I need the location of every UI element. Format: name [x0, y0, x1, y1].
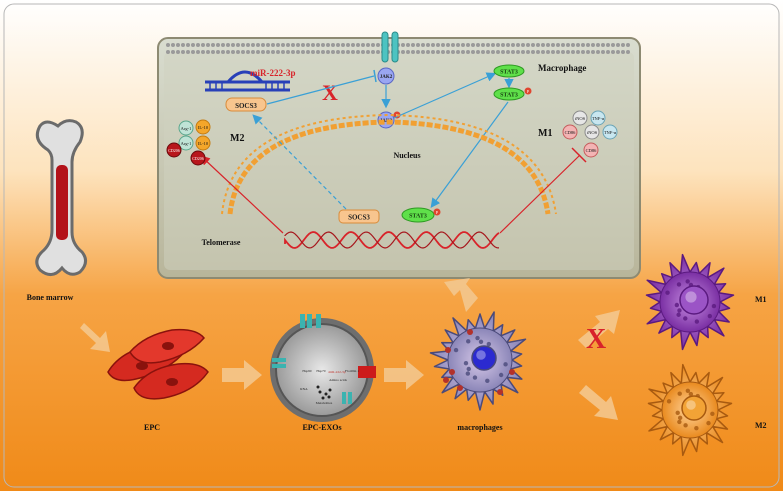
m2-marker: CD206: [168, 148, 180, 153]
phospho-icon: [524, 87, 532, 95]
exo-cargo-label: Metabolites: [316, 401, 333, 405]
m1-marker: TNF-α: [592, 116, 605, 121]
jak2-node: [377, 67, 395, 85]
telomerase-label: Telomerase: [202, 238, 241, 247]
exo-cargo-label: Hsp70: [316, 369, 325, 373]
stat3-phospho-node: [493, 87, 525, 101]
socs3-jak2-inhibit-line: [266, 75, 375, 105]
m1-marker: iNOS: [575, 116, 586, 121]
socs3-top-pill: [225, 97, 267, 112]
stat3-nucleus-arrow: [430, 101, 509, 208]
jak2-p-label: JAK2: [380, 119, 393, 124]
mirna-mrna-duplex: [205, 70, 290, 92]
jak2-label: JAK2: [380, 75, 393, 80]
m2-marker: Arg-1: [181, 126, 192, 131]
flow-arrow: [222, 360, 262, 390]
exosome: [270, 314, 376, 422]
exo-cargo-label: miR-222-3p: [328, 370, 345, 374]
m2-marker-cluster: [166, 119, 211, 166]
macrophage-cell: [429, 311, 527, 411]
m1-title: M1: [538, 128, 552, 139]
macrophage-box-label: Macrophage: [538, 63, 586, 73]
flow-arrows: [80, 278, 620, 420]
mirna-label: miR-222-3p: [250, 68, 296, 78]
m2-marker: IL-10: [198, 125, 209, 130]
m1-marker-cluster: [562, 110, 618, 158]
m1-marker: CD86: [586, 148, 598, 153]
nucleus-label: Nucleus: [393, 151, 420, 160]
bone-marrow-label: Bone marrow: [27, 293, 74, 302]
frame: [3, 3, 780, 488]
m1-macrophage-cell: [645, 253, 735, 351]
m2-cell-label: M2: [755, 421, 767, 430]
m2-macrophage-cell: [647, 363, 733, 457]
flow-arrow: [80, 323, 110, 352]
polarization-block-x-icon: X: [586, 324, 606, 355]
nuclear-envelope: [227, 119, 551, 215]
m1-marker: TNF-α: [604, 130, 617, 135]
epc-cells: [107, 328, 209, 400]
stat3-p-label: STAT3: [500, 93, 518, 99]
telomerase-m2-arrow: [200, 155, 284, 234]
m1-marker: iNOS: [587, 130, 598, 135]
flow-arrow: [579, 385, 618, 420]
m2-marker: Arg-1: [181, 141, 192, 146]
flow-arrow: [444, 278, 478, 312]
stat3-nucleus-node: [401, 207, 435, 223]
exo-cargo-label: Flotillin 1: [345, 369, 359, 373]
macrophages-label: macrophages: [457, 423, 502, 432]
exo-cargo-label: Hsp90: [302, 369, 311, 373]
epc-label: EPC: [144, 423, 160, 432]
svg-text:P: P: [436, 210, 439, 215]
stat3-label: STAT3: [500, 70, 518, 76]
stat3-nucleus-label: STAT3: [409, 214, 427, 220]
telomerase-m1-inhibit-line: [499, 154, 581, 234]
phospho-icon: [433, 208, 441, 216]
m1-marker: CD86: [565, 130, 577, 135]
socs3-expression-arrow: [252, 114, 347, 210]
m2-marker: IL-10: [198, 141, 209, 146]
flow-arrow: [384, 360, 424, 390]
jak2-receptor: [381, 31, 399, 63]
socs3-nucleus-label: SOCS3: [348, 214, 370, 222]
telomerase-dna-strand: [284, 231, 500, 249]
svg-text:P: P: [527, 89, 530, 94]
m2-title: M2: [230, 133, 244, 144]
socs3-nucleus-box: [338, 209, 380, 224]
bone-icon: [35, 119, 87, 276]
socs3-top-label: SOCS3: [235, 102, 257, 110]
exo-cargo-label: RNA: [300, 387, 308, 391]
cell-membrane: [166, 43, 630, 54]
epc-exos-label: EPC-EXOs: [302, 423, 341, 432]
inhibition-x-icon: X: [322, 80, 338, 105]
exo-cargo-label: Amino acids: [329, 378, 347, 382]
flow-arrow: [578, 310, 620, 348]
stat3-node: [493, 64, 525, 78]
jak2-stat3-arrow: [393, 72, 497, 119]
m1-cell-label: M1: [755, 295, 767, 304]
m2-marker: CD206: [192, 156, 204, 161]
